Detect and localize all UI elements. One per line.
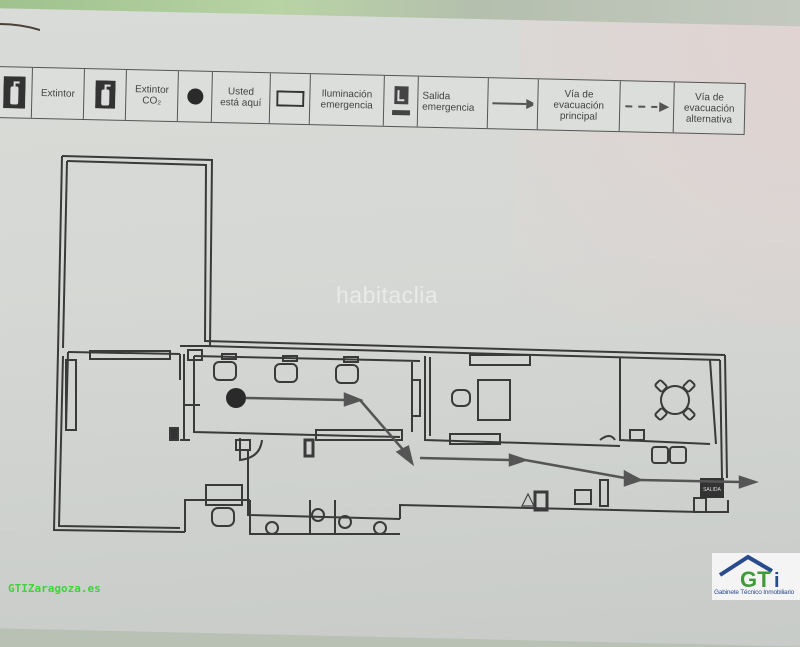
svg-text:GT: GT (740, 567, 771, 589)
storage-room (57, 155, 214, 353)
you-are-here-dot (226, 388, 246, 408)
legend-light-symbol (269, 73, 311, 125)
fire-extinguisher-icon (2, 76, 26, 109)
legend-alt-route-symbol (619, 81, 675, 133)
warning-triangle-icon (521, 492, 535, 507)
you-are-here-dot-icon (186, 88, 203, 105)
site-credit: GTIZaragoza.es (8, 582, 101, 595)
svg-text:i: i (774, 570, 780, 589)
co2-extinguisher-icon (94, 80, 116, 109)
legend-extinguisher-symbol (0, 67, 33, 118)
legend-main-route-symbol (487, 78, 539, 130)
emergency-exit-sign: SALIDA (700, 478, 724, 498)
emergency-exit-sign-icon (391, 86, 410, 116)
restrooms (184, 450, 701, 535)
house-roof-logo-icon: GT i (718, 554, 780, 589)
legend-exit-symbol (383, 75, 419, 127)
emergency-light-icon (275, 90, 305, 107)
open-office (169, 349, 421, 462)
outer-walls (52, 340, 728, 533)
logo-subtitle: Gabinete Técnico Inmobiliario (714, 589, 795, 596)
dashed-arrow-icon (624, 102, 669, 113)
evacuation-route (245, 392, 759, 489)
floor-plan: SALIDA (52, 155, 759, 535)
legend-you-are-here-symbol (177, 71, 213, 122)
legend-co2-symbol (83, 69, 127, 120)
middle-office (424, 354, 621, 447)
svg-text:SALIDA: SALIDA (703, 487, 721, 493)
exit-area (693, 497, 729, 513)
lower-left-room (65, 350, 243, 506)
habitaclia-watermark: habitaclia (336, 282, 439, 308)
binder-ring-icon (0, 23, 40, 31)
meeting-room (619, 358, 717, 464)
workstations (213, 353, 359, 384)
solid-arrow-icon (492, 99, 534, 110)
gti-logo: GT i Gabinete Técnico Inmobiliario (712, 553, 800, 600)
